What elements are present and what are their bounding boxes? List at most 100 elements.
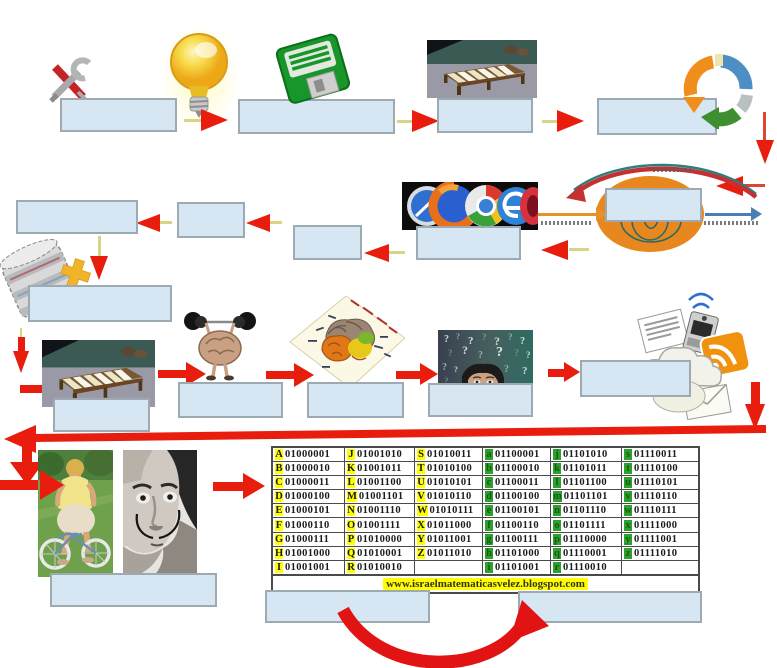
ascii-code: 01000101 <box>285 505 331 517</box>
recycle-arrows-icon <box>675 53 759 129</box>
ascii-letter: I <box>275 561 283 573</box>
ascii-letter: h <box>485 547 493 559</box>
down-arrow-4 <box>751 382 760 406</box>
right-arrow-5 <box>158 370 186 378</box>
micro-label <box>704 221 758 225</box>
ascii-letter: x <box>624 519 632 531</box>
svg-text:?: ? <box>456 332 460 341</box>
ascii-letter: l <box>553 477 561 489</box>
ascii-code: 01011000 <box>427 519 472 531</box>
ascii-code: 01001110 <box>357 505 402 517</box>
ascii-letter: g <box>485 533 493 545</box>
ascii-code: 01010100 <box>427 463 473 475</box>
ascii-letter: o <box>553 519 561 531</box>
ascii-letter: A <box>275 449 283 461</box>
ascii-letter: t <box>624 463 632 475</box>
answer-box-2 <box>238 99 395 134</box>
ascii-letter: U <box>417 477 425 489</box>
ascii-code: 01101110 <box>563 505 607 517</box>
ascii-letter: W <box>417 505 428 517</box>
ascii-code: 01101111 <box>563 519 606 531</box>
ascii-code: 01111010 <box>634 547 678 559</box>
ascii-letter: D <box>275 491 283 503</box>
left-arrow-3 <box>364 244 389 262</box>
down-arrow-5 <box>22 440 32 464</box>
ascii-code: 01010010 <box>357 561 403 573</box>
ascii-letter: e <box>485 505 493 517</box>
right-arrow-9-head <box>40 470 64 500</box>
down-arrow-1 <box>756 140 774 164</box>
ascii-letter: d <box>485 491 493 503</box>
ascii-code: 01011010 <box>427 547 472 559</box>
ascii-cell <box>415 560 483 575</box>
ascii-letter: J <box>347 449 355 461</box>
ascii-code: 01111001 <box>634 533 678 545</box>
svg-text:?: ? <box>448 348 453 358</box>
ascii-letter: k <box>553 463 561 475</box>
answer-box-8 <box>177 202 245 238</box>
red-arrow-tail <box>763 112 766 142</box>
ascii-letter: q <box>553 547 561 559</box>
red-arrow-tail <box>184 119 202 122</box>
ascii-letter: i <box>485 561 493 573</box>
ascii-code: 01110110 <box>634 491 678 503</box>
svg-text:?: ? <box>444 376 449 386</box>
ascii-code: 01111000 <box>634 519 678 531</box>
micro-label <box>541 221 591 225</box>
ascii-letter: B <box>275 463 283 475</box>
right-arrow-4 <box>20 385 50 393</box>
cloud-computing-icon <box>635 292 750 424</box>
red-arrow-tail <box>98 236 101 258</box>
ascii-letter: w <box>624 505 632 517</box>
right-arrow-2 <box>412 110 439 132</box>
ascii-code: 01000100 <box>285 491 331 503</box>
ascii-code: 01110011 <box>634 449 678 461</box>
website-link[interactable]: www.israelmatematicasvelez.blogspot.com <box>383 577 588 590</box>
ascii-letter: L <box>347 477 355 489</box>
svg-text:?: ? <box>482 332 487 342</box>
svg-text:?: ? <box>526 350 531 360</box>
ascii-letter: F <box>275 519 283 531</box>
down-arrow-2 <box>90 256 108 280</box>
ascii-code: 01100100 <box>495 491 540 503</box>
ascii-letter: m <box>553 491 562 503</box>
ascii-code: 01010011 <box>427 449 472 461</box>
svg-text:?: ? <box>496 345 503 360</box>
input-arrow-head <box>596 207 607 221</box>
ascii-code: 01010001 <box>357 547 403 559</box>
brain-math-icon <box>288 296 405 388</box>
ascii-code: 01101001 <box>495 561 540 573</box>
answer-box-7 <box>293 225 362 260</box>
svg-text:?: ? <box>462 343 468 357</box>
ascii-letter: v <box>624 491 632 503</box>
bed-photo-2 <box>42 340 155 407</box>
right-arrow-1 <box>201 109 228 131</box>
ascii-code: 01100011 <box>495 477 540 489</box>
ascii-code: 01001111 <box>357 519 401 531</box>
right-arrow-6-head <box>294 363 314 387</box>
ascii-code: 01100001 <box>495 449 540 461</box>
